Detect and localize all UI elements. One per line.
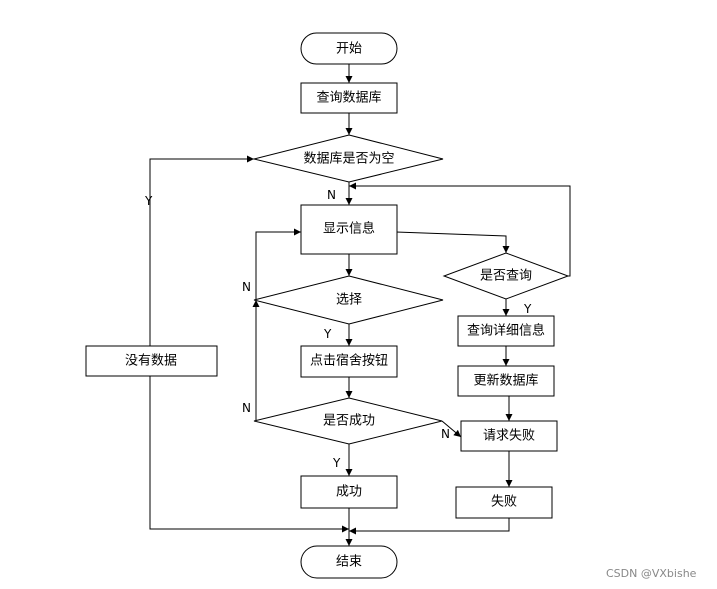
request-fail-label: 请求失败 bbox=[483, 429, 535, 444]
start-label: 开始 bbox=[336, 42, 362, 57]
show-info-node: 显示信息 bbox=[300, 204, 398, 255]
edge-fail-to-end bbox=[349, 518, 510, 535]
update-db-node: 更新数据库 bbox=[457, 365, 555, 397]
end-node: 结束 bbox=[300, 545, 398, 579]
query-db-label: 查询数据库 bbox=[316, 90, 381, 106]
edge-show-to-isquery bbox=[395, 231, 510, 253]
is-query-label: 是否查询 bbox=[480, 269, 532, 284]
fail-label: 失败 bbox=[491, 495, 517, 510]
end-label: 结束 bbox=[336, 555, 362, 570]
is-success-decision: 是否成功 bbox=[253, 397, 443, 445]
show-info-label: 显示信息 bbox=[323, 221, 375, 237]
edge-success-check-to-request-fail bbox=[441, 420, 462, 438]
label-no-select: N bbox=[242, 280, 251, 294]
label-no-dbempty: N bbox=[327, 188, 336, 202]
label-no-success-left: N bbox=[242, 401, 251, 415]
label-yes-isquery: Y bbox=[523, 302, 532, 316]
select-label: 选择 bbox=[336, 293, 362, 308]
db-empty-label: 数据库是否为空 bbox=[303, 151, 394, 167]
watermark-text: CSDN @VXbishe bbox=[606, 567, 697, 580]
click-dorm-node: 点击宿舍按钮 bbox=[300, 345, 398, 378]
no-data-label: 没有数据 bbox=[125, 354, 177, 369]
label-yes-select: Y bbox=[323, 327, 332, 341]
success-label: 成功 bbox=[336, 485, 362, 500]
request-fail-node: 请求失败 bbox=[460, 420, 558, 452]
db-empty-decision: 数据库是否为空 bbox=[253, 134, 444, 183]
is-success-label: 是否成功 bbox=[323, 414, 375, 429]
update-db-label: 更新数据库 bbox=[473, 373, 538, 389]
fail-node: 失败 bbox=[455, 486, 553, 519]
click-dorm-label: 点击宿舍按钮 bbox=[310, 353, 388, 369]
label-yes-success: Y bbox=[332, 456, 341, 470]
query-detail-node: 查询详细信息 bbox=[457, 315, 555, 347]
is-query-decision: 是否查询 bbox=[442, 252, 570, 300]
edge-labels: Y N N Y Y N N Y bbox=[144, 188, 532, 470]
no-data-node: 没有数据 bbox=[85, 345, 218, 377]
query-detail-label: 查询详细信息 bbox=[467, 323, 545, 339]
success-node: 成功 bbox=[300, 475, 398, 509]
select-decision: 选择 bbox=[253, 275, 444, 325]
start-node: 开始 bbox=[300, 32, 398, 65]
edge-dbempty-no-data-loop bbox=[149, 155, 349, 533]
label-no-success-right: N bbox=[441, 427, 450, 441]
query-db-node: 查询数据库 bbox=[300, 82, 398, 114]
label-yes-dbempty: Y bbox=[144, 194, 153, 208]
